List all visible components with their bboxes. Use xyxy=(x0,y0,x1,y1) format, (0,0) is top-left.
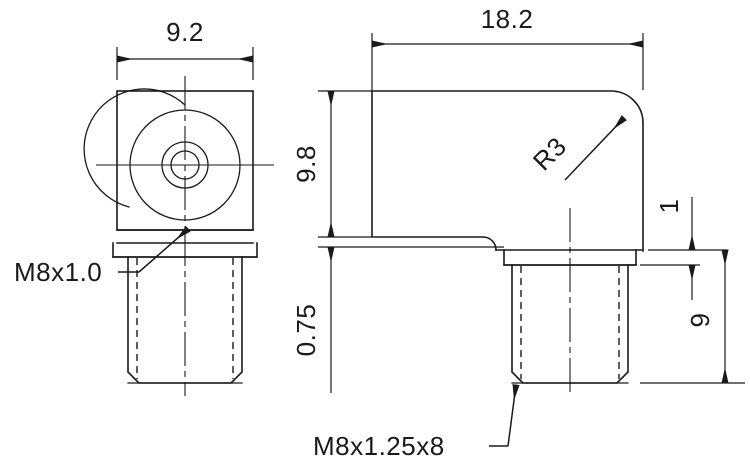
dimension-height-9: 9 xyxy=(640,249,745,384)
front-thread-arc xyxy=(83,88,186,208)
dimension-radius-r3: R3 xyxy=(527,115,627,181)
side-body-top-and-fillet xyxy=(371,90,644,252)
annotation-m8x125x8: M8x1.25x8 xyxy=(313,384,520,461)
dim-label-height-9: 9 xyxy=(685,313,715,328)
dim-label-height-9-8: 9.8 xyxy=(291,145,321,183)
dimension-depth-0-75: 0.75 xyxy=(291,246,504,393)
side-body-left-and-underside xyxy=(371,90,497,251)
leader-line-r3 xyxy=(564,115,627,181)
dimension-height-1: 1 xyxy=(640,197,727,300)
dim-label-radius-r3: R3 xyxy=(527,131,572,176)
dim-label-height-1: 1 xyxy=(654,199,684,214)
dim-label-width-9-2: 9.2 xyxy=(166,17,204,47)
side-view: 18.2 R3 9.8 xyxy=(291,4,745,461)
note-label-m8x1: M8x1.0 xyxy=(14,257,102,287)
dim-label-depth-0-75: 0.75 xyxy=(291,304,321,357)
annotation-m8x1: M8x1.0 xyxy=(14,225,191,287)
front-view: 9.2 M8x1.0 xyxy=(14,17,274,396)
note-label-m8x125x8: M8x1.25x8 xyxy=(313,431,445,461)
leader-line-m8x125x8 xyxy=(507,384,520,447)
dim-label-length-18-2: 18.2 xyxy=(481,4,534,34)
dimension-width-9-2: 9.2 xyxy=(116,17,254,80)
dimension-height-9-8: 9.8 xyxy=(291,90,372,238)
leader-line-m8x1 xyxy=(138,225,191,273)
dimension-length-18-2: 18.2 xyxy=(371,4,644,90)
